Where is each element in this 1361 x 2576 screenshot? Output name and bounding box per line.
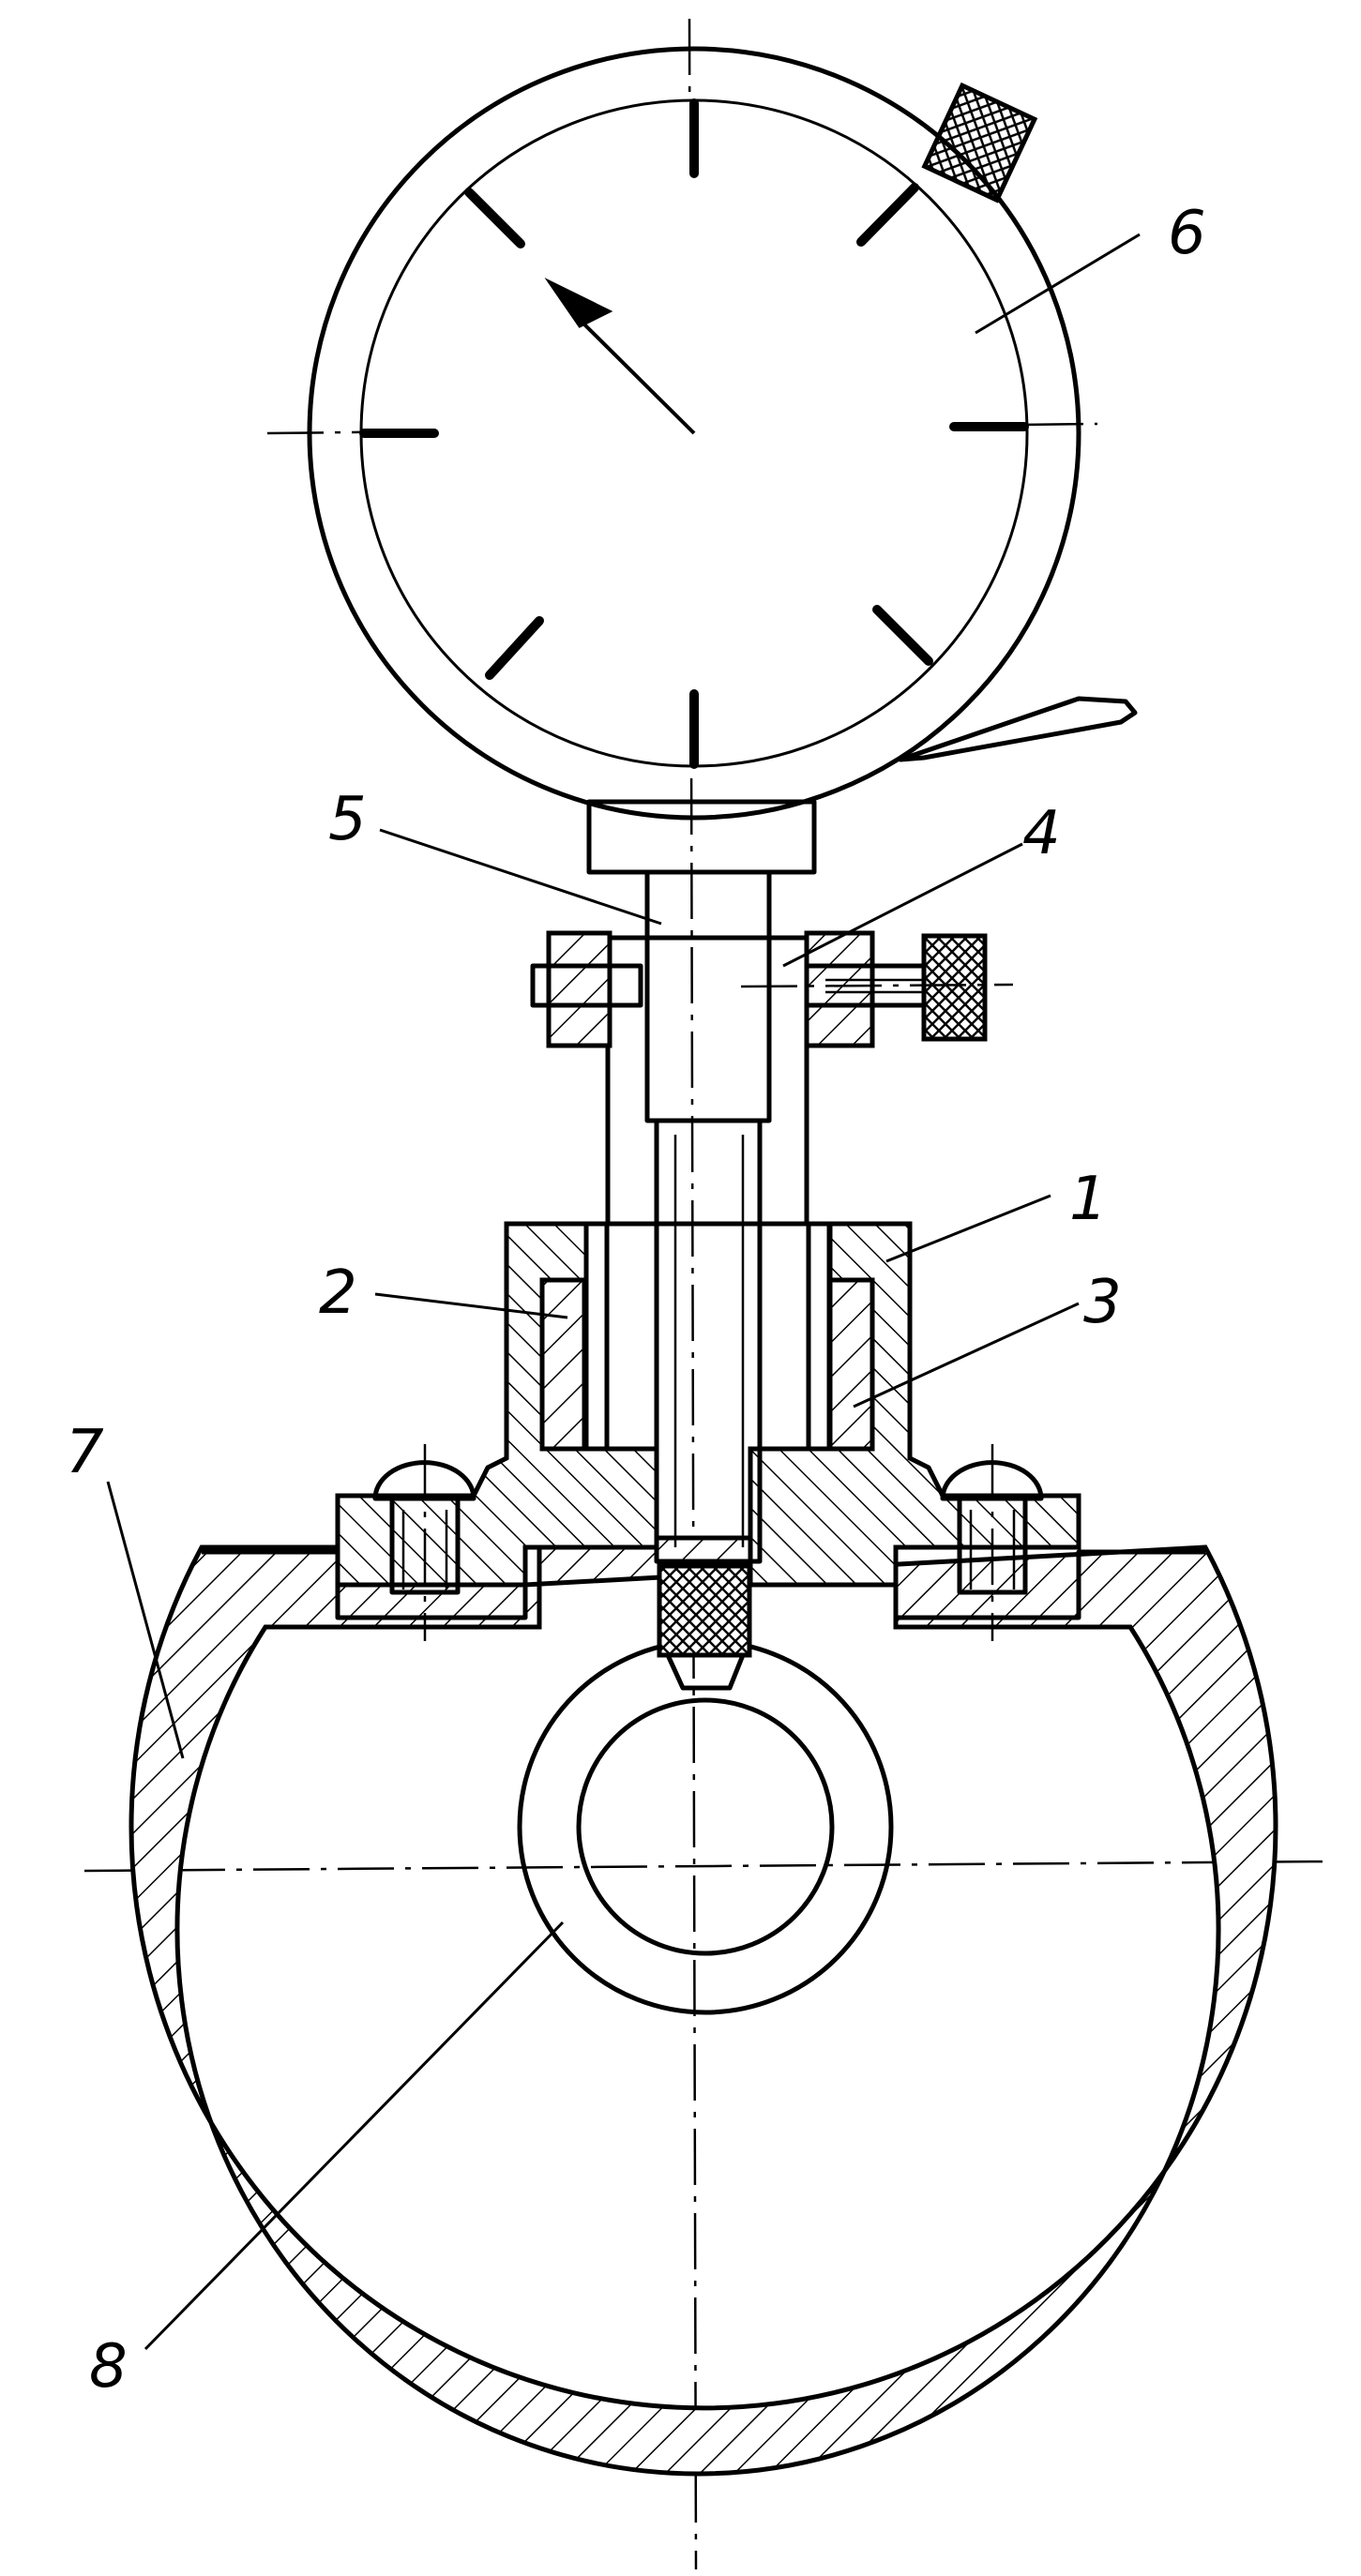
label-7: 7 xyxy=(66,1418,104,1487)
label-4: 4 xyxy=(1022,799,1061,868)
label-1: 1 xyxy=(1069,1165,1108,1234)
label-6: 6 xyxy=(1168,199,1206,268)
housing-part-7 xyxy=(131,1538,1276,2474)
label-5: 5 xyxy=(328,785,367,854)
dial-indicator-part-6 xyxy=(310,49,1135,872)
clamp-sleeve-part-4 xyxy=(533,933,1013,1224)
label-8: 8 xyxy=(89,2332,128,2402)
label-2: 2 xyxy=(319,1258,357,1328)
label-3: 3 xyxy=(1083,1268,1122,1337)
stem-part-5 xyxy=(647,872,769,1688)
base-bracket-part-1 xyxy=(338,1224,1079,1585)
shaft-part-8 xyxy=(520,1641,891,2012)
